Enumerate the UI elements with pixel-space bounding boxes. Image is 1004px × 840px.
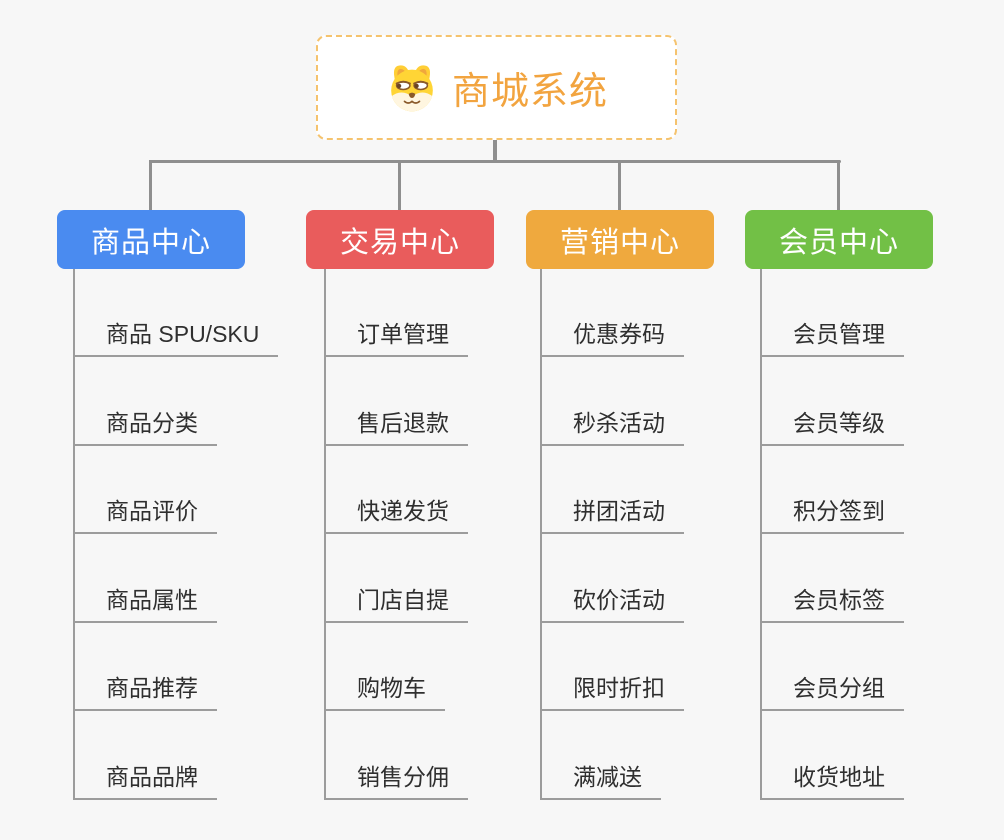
topic-item[interactable]: 会员等级 bbox=[760, 404, 904, 446]
branch-spine-line bbox=[324, 269, 326, 800]
branch-node-member-center[interactable]: 会员中心 bbox=[745, 210, 933, 269]
topic-item[interactable]: 拼团活动 bbox=[540, 492, 684, 534]
connector-drop bbox=[837, 160, 840, 210]
connector-drop bbox=[398, 160, 401, 210]
branch-node-trade-center[interactable]: 交易中心 bbox=[306, 210, 494, 269]
topic-item[interactable]: 商品推荐 bbox=[73, 669, 217, 711]
topic-item[interactable]: 收货地址 bbox=[760, 758, 904, 800]
topic-item[interactable]: 优惠券码 bbox=[540, 315, 684, 357]
root-title: 商城系统 bbox=[451, 71, 608, 113]
connector-drop bbox=[618, 160, 621, 210]
topic-item[interactable]: 门店自提 bbox=[324, 581, 468, 623]
topic-item[interactable]: 商品分类 bbox=[73, 404, 217, 446]
topic-item[interactable]: 售后退款 bbox=[324, 404, 468, 446]
connector-root-stem bbox=[493, 140, 497, 163]
topic-item[interactable]: 快递发货 bbox=[324, 492, 468, 534]
branch-node-product-center[interactable]: 商品中心 bbox=[57, 210, 245, 269]
topic-item[interactable]: 购物车 bbox=[324, 669, 445, 711]
topic-item[interactable]: 砍价活动 bbox=[540, 581, 684, 623]
connector-rail bbox=[149, 160, 841, 163]
topic-item[interactable]: 秒杀活动 bbox=[540, 404, 684, 446]
topic-item[interactable]: 会员分组 bbox=[760, 669, 904, 711]
topic-item[interactable]: 商品 SPU/SKU bbox=[73, 315, 279, 357]
topic-item[interactable]: 积分签到 bbox=[760, 492, 904, 534]
connector-drop bbox=[149, 160, 152, 210]
topic-item[interactable]: 商品属性 bbox=[73, 581, 217, 623]
dog-face-icon bbox=[385, 63, 439, 113]
topic-item[interactable]: 满减送 bbox=[540, 758, 661, 800]
branch-spine-line bbox=[73, 269, 75, 800]
branch-node-marketing-center[interactable]: 营销中心 bbox=[526, 210, 714, 269]
topic-item[interactable]: 订单管理 bbox=[324, 315, 468, 357]
topic-item[interactable]: 商品品牌 bbox=[73, 758, 217, 800]
topic-item[interactable]: 销售分佣 bbox=[324, 758, 468, 800]
branch-spine-line bbox=[540, 269, 542, 800]
branch-spine-line bbox=[760, 269, 762, 800]
topic-item[interactable]: 会员标签 bbox=[760, 581, 904, 623]
topic-item[interactable]: 商品评价 bbox=[73, 492, 217, 534]
topic-item[interactable]: 会员管理 bbox=[760, 315, 904, 357]
topic-item[interactable]: 限时折扣 bbox=[540, 669, 684, 711]
root-node[interactable]: 商城系统 bbox=[316, 35, 677, 140]
